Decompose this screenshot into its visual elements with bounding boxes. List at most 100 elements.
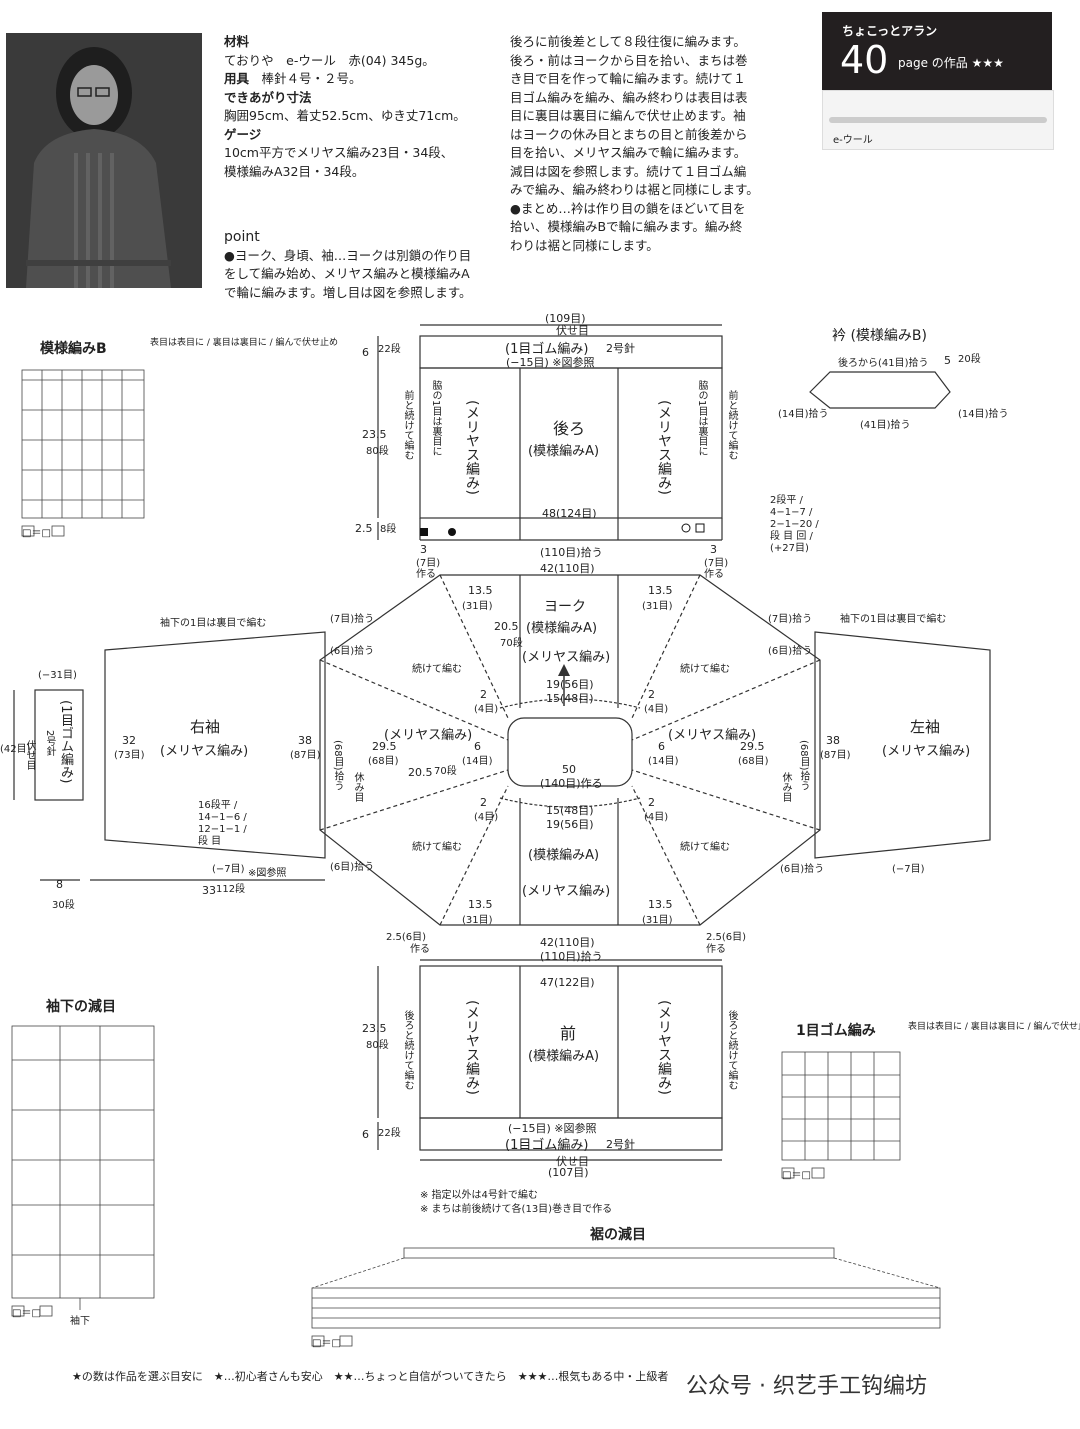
right-sleeve-dec-rule: 16段平 / 14−1−6 / 12−1−1 / 段 目 xyxy=(198,800,247,847)
yoke-lower-right-sts: (31目) xyxy=(642,915,673,926)
rib-chart-legend: □＝□ xyxy=(782,1170,811,1181)
right-cuff-needle: 2号針 xyxy=(44,730,55,757)
yoke-corner-2-bl: 2 xyxy=(480,796,487,809)
front-gusset-right-make: 作る xyxy=(706,944,726,955)
back-body-height: 23.5 xyxy=(362,428,387,441)
right-cuff-bindoff: 伏せ目 xyxy=(24,740,35,770)
raglan-increase-rule: 2段平 / 4−1−7 / 2−1−20 / 段 目 回 / (+27目) xyxy=(770,495,819,554)
yoke-depth: 20.5 xyxy=(494,620,519,633)
yoke-pattern-bottom: (模様編みA) xyxy=(528,848,600,863)
yoke-shoulder-right: 13.5 xyxy=(648,584,673,597)
yoke-shoulder-left-sts: (31目) xyxy=(462,601,493,612)
continue-label-tl: 続けて編む xyxy=(412,664,462,675)
yarn-label: e-ウール xyxy=(833,135,873,146)
front-gusset-right: 2.5(6目) xyxy=(706,932,747,943)
front-rib-height: 6 xyxy=(362,1128,369,1141)
front-width-bottom: (107目) xyxy=(548,1166,589,1179)
right-pickup-7: (7目)拾う xyxy=(330,614,375,625)
back-bind-off-label: 伏せ目 xyxy=(556,324,589,337)
point-heading: point xyxy=(224,229,260,245)
left-sleeve-stockinette: (メリヤス編み) xyxy=(882,744,971,759)
collar-height: 5 xyxy=(944,354,951,367)
point-text-2: をして編み始め、メリヤス編みと模様編みA xyxy=(224,266,470,281)
sleeve-dec-legend: □＝□ xyxy=(12,1308,41,1319)
yoke-cast-on: (140目)作る xyxy=(540,777,603,790)
yoke-corner-2-tl: 2 xyxy=(480,688,487,701)
left-pickup-6-top: (6目)拾う xyxy=(768,646,813,657)
rib-chart-note: 表目は表目に / 裏目は裏目に / 編んで伏せ止め xyxy=(908,1022,1080,1032)
back-width-48: 48(124目) xyxy=(542,507,597,520)
collar-side-pickup-right: (14目)拾う xyxy=(958,409,1009,420)
size-text: 胸囲95cm、着丈52.5cm、ゆき丈71cm。 xyxy=(224,108,466,123)
yoke-corner-4-tl: (4目) xyxy=(474,704,499,715)
back-body-rows: 80段 xyxy=(366,446,389,457)
front-needle-label: 2号針 xyxy=(606,1138,635,1151)
back-gusset-right: 3 xyxy=(710,543,717,556)
point-block: point ●ヨーク、身頃、袖…ヨークは別鎖の作り目 をして編み始め、メリヤス編… xyxy=(224,228,494,302)
right-cuff-length: 8 xyxy=(56,878,63,891)
gauge-text-2: 模様編みA32目・34段。 xyxy=(224,163,365,179)
back-rib-label: (1目ゴム編み) xyxy=(505,342,589,357)
yoke-neck-15-bottom: 15(48目) xyxy=(546,804,594,817)
yarn-strand xyxy=(829,117,1047,123)
yoke-corner-2-br: 2 xyxy=(648,796,655,809)
back-rib-rows: 22段 xyxy=(378,344,401,355)
right-cuff-rib: (1目ゴム編み) xyxy=(58,700,73,784)
tools-text: 棒針４号・２号。 xyxy=(261,71,362,86)
materials-heading: 材料 xyxy=(224,34,250,49)
back-continue-left: 前と続けて編む xyxy=(402,390,413,460)
sleeve-dec-armpit: 袖下 xyxy=(70,1316,90,1327)
yoke-neck-15-top: 15(48目) xyxy=(546,692,594,705)
instr-line: 目を拾い、メリヤス編みで輪に編みます。 xyxy=(510,145,747,160)
back-side-note-right: 脇の1目は裏目に xyxy=(696,380,707,457)
right-cuff-sts: (42目) xyxy=(0,744,31,755)
gauge-heading: ゲージ xyxy=(224,126,262,142)
front-yoke-width: 42(110目) xyxy=(540,936,595,949)
right-pickup-6-top: (6目)拾う xyxy=(330,646,375,657)
yoke-depth-rows: 70段 xyxy=(500,638,523,649)
yoke-stockinette-right: (メリヤス編み) xyxy=(668,728,757,743)
back-gusset-right-make: 作る xyxy=(704,569,724,580)
page-number: 40 xyxy=(840,38,889,82)
right-sleeve-pickup: (68目)拾う xyxy=(332,740,343,791)
instr-line: 目に裏目は裏目に編んで伏せ止めます。袖 xyxy=(510,108,746,123)
front-pickup: (110目)拾う xyxy=(540,950,603,963)
instr-line: き目で目を作って輪に編みます。続けて１ xyxy=(510,71,746,86)
front-decrease-label: (−15目) ※図参照 xyxy=(508,1122,597,1135)
materials-text: ておりや e-ウール 赤(04) 345g。 xyxy=(224,52,435,68)
back-yoke-width: 42(110目) xyxy=(540,562,595,575)
right-sleeve-top-sts: (87目) xyxy=(290,750,321,761)
page-badge: ちょこっとアラン 40 page の作品 ★★★ xyxy=(822,12,1052,90)
continue-label-bl: 続けて編む xyxy=(412,842,462,853)
left-sleeve-cap-sts: (68目) xyxy=(738,756,769,767)
size-heading: できあがり寸法 xyxy=(224,89,312,105)
left-sleeve-title: 左袖 xyxy=(910,718,941,736)
back-gusset-left-make: 作る xyxy=(416,569,436,580)
back-diff-height: 2.5 xyxy=(355,522,373,535)
instr-line: みで編み、編み終わりは裾と同様にします。 xyxy=(510,182,759,197)
note-gusset: ※ まちは前後続けて各(13目)巻き目で作る xyxy=(420,1204,613,1215)
back-gusset-left-sts: (7目) xyxy=(416,558,441,569)
yoke-neck-width: 50 xyxy=(562,763,576,776)
back-needle-label: 2号針 xyxy=(606,342,635,355)
front-gusset-left: 2.5(6目) xyxy=(386,932,427,943)
front-continue-right: 後ろと続けて編む xyxy=(726,1010,737,1090)
back-stockinette-right: (メリヤス編み) xyxy=(656,400,672,495)
back-gusset-left: 3 xyxy=(420,543,427,556)
back-gusset-right-sts: (7目) xyxy=(704,558,729,569)
front-bind-off-label: 伏せ目 xyxy=(556,1155,589,1168)
tools-heading: 用具 xyxy=(224,71,250,86)
right-cuff-dec: (−31目) xyxy=(38,670,77,681)
right-sleeve-length-rows: 112段 xyxy=(216,884,246,895)
note-needle: ※ 指定以外は4号針で編む xyxy=(420,1190,538,1201)
front-gusset-left-make: 作る xyxy=(410,944,430,955)
collar-title: 衿 (模様編みB) xyxy=(832,328,927,344)
yoke-side-14-left: (14目) xyxy=(462,756,493,767)
hem-dec-title: 裾の減目 xyxy=(590,1227,646,1243)
instr-line: 減目は図を参照します。続けて１目ゴム編 xyxy=(510,163,747,179)
yoke-corner-2-tr: 2 xyxy=(648,688,655,701)
back-pattern-label: (模様編みA) xyxy=(528,444,600,459)
yoke-stockinette-left: (メリヤス編み) xyxy=(384,728,473,743)
instr-line: 後ろに前後差として８段往復に編みます。 xyxy=(510,34,746,49)
